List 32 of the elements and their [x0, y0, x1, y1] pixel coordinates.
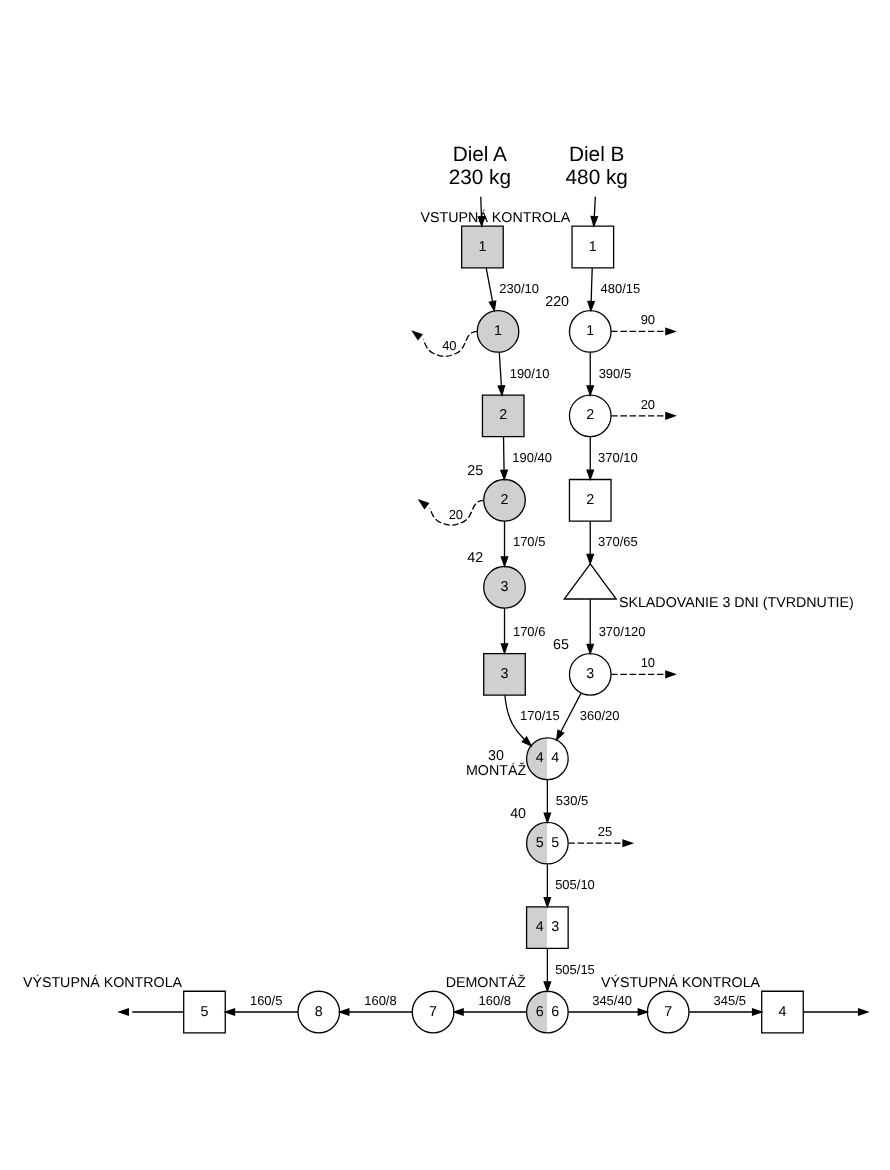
arrow	[417, 498, 485, 525]
arrow	[452, 1006, 528, 1016]
arrow	[567, 1006, 650, 1016]
arrow	[688, 1006, 764, 1016]
arrow	[555, 691, 582, 741]
arrow	[590, 195, 599, 227]
arrow	[500, 519, 509, 567]
arrow	[610, 410, 677, 419]
arrow	[117, 1006, 185, 1016]
arrow	[500, 606, 509, 654]
arrow	[543, 862, 552, 908]
arrow	[499, 435, 509, 481]
node-text: Diel B 480 kg	[565, 144, 628, 190]
arrow	[587, 266, 596, 312]
arrow	[586, 597, 595, 655]
arrow	[543, 778, 552, 824]
arrow	[411, 329, 478, 357]
arrow	[610, 326, 677, 335]
arrow	[485, 266, 497, 312]
arrow	[802, 1006, 870, 1016]
arrow	[586, 435, 595, 481]
node-text: Diel A 230 kg	[448, 144, 511, 190]
arrow	[586, 519, 595, 565]
arrow	[497, 350, 506, 396]
arrow	[337, 1006, 413, 1016]
arrow	[610, 669, 677, 678]
arrow	[567, 838, 635, 847]
arrow	[543, 947, 552, 993]
arrow	[504, 693, 533, 746]
arrow	[223, 1006, 299, 1016]
node-triangle	[562, 561, 618, 599]
arrow	[586, 350, 595, 396]
